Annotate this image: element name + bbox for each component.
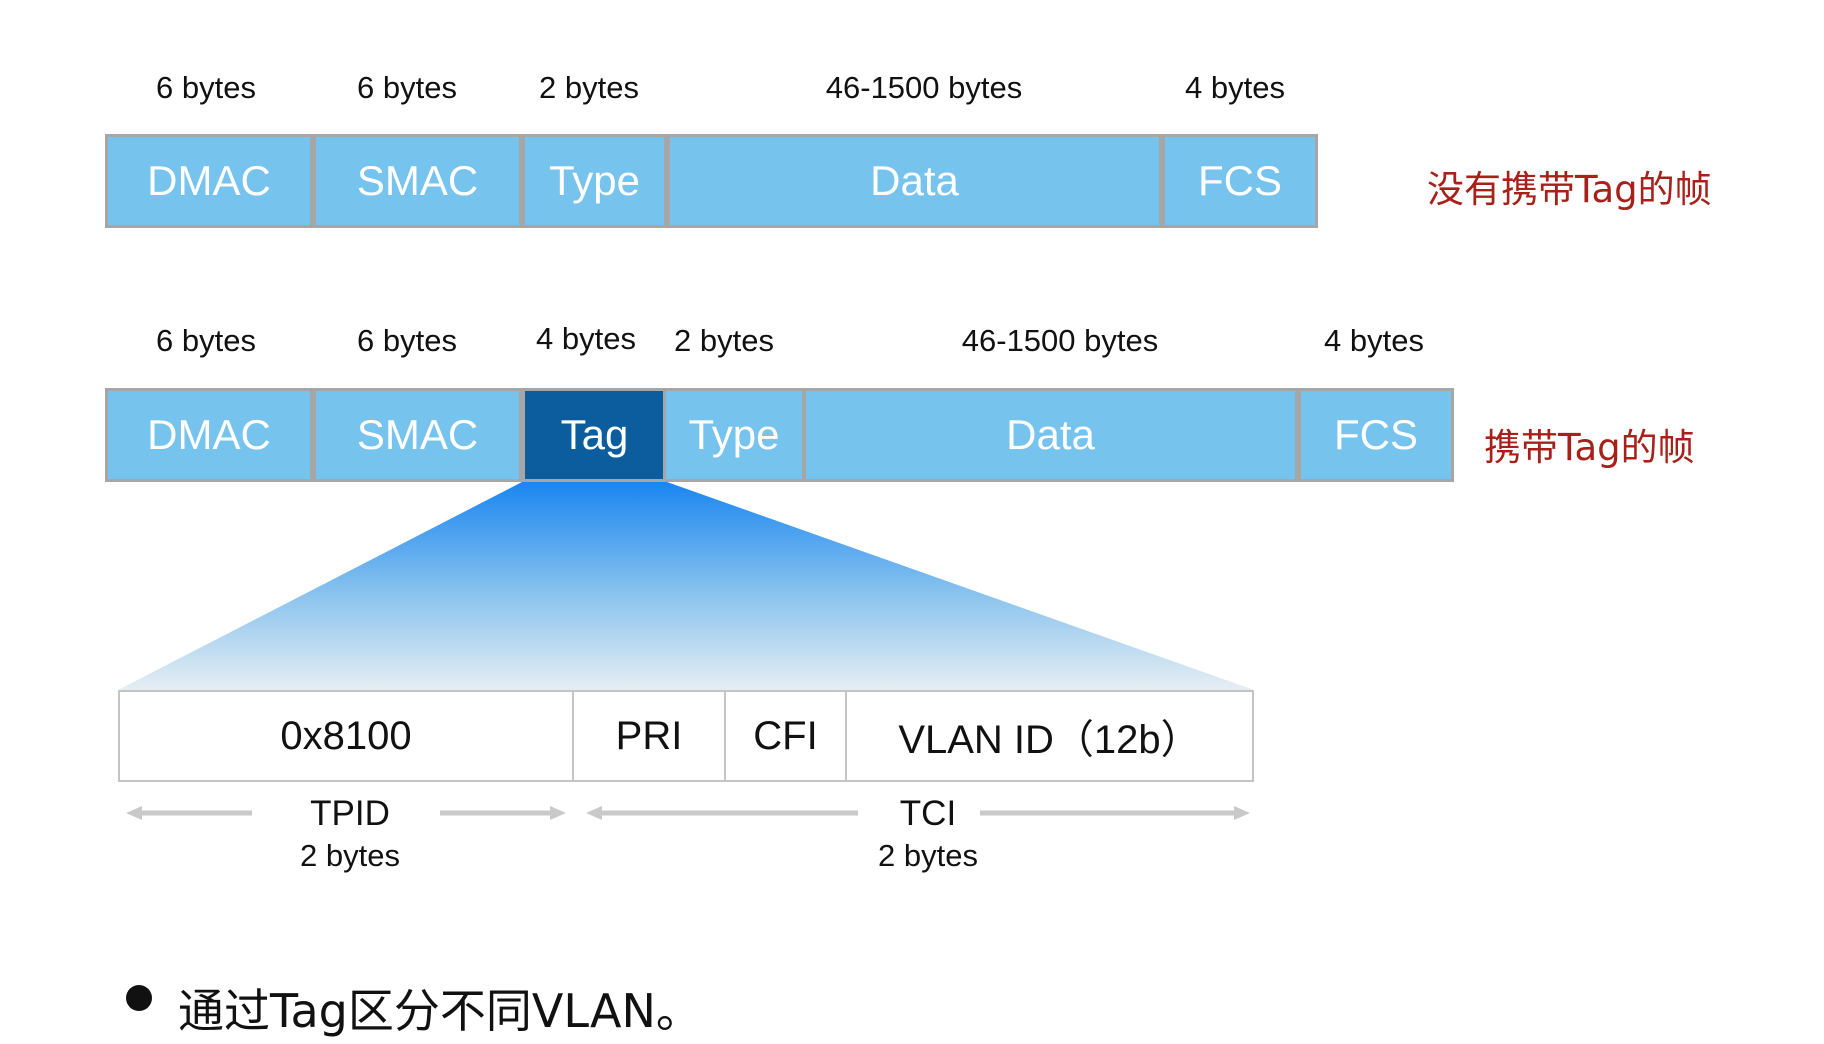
tci-label: TCI	[899, 794, 957, 833]
field-smac: SMAC	[313, 134, 522, 228]
size-label-data: 46-1500 bytes	[961, 323, 1159, 358]
size-label-type: 2 bytes	[539, 70, 639, 105]
tci-group: TCI 2 bytes	[878, 794, 978, 874]
cfi-field: CFI	[724, 690, 847, 782]
size-label-fcs: 4 bytes	[1185, 70, 1285, 105]
tpid-label: TPID	[310, 794, 390, 833]
bullet-icon	[126, 985, 152, 1011]
size-label-type: 2 bytes	[674, 323, 774, 358]
field-fcs: FCS	[1298, 388, 1454, 482]
field-fcs: FCS	[1162, 134, 1318, 228]
field-dmac: DMAC	[105, 134, 313, 228]
size-label-dmac: 6 bytes	[156, 70, 256, 105]
tpid-group: TPID 2 bytes	[300, 794, 400, 874]
note-text: 通过Tag区分不同VLAN。	[178, 984, 702, 1038]
field-smac: SMAC	[313, 388, 522, 482]
tagged-frame-caption: 携带Tag的帧	[1484, 426, 1695, 469]
untagged-frame-caption: 没有携带Tag的帧	[1427, 168, 1712, 211]
tpid-size: 2 bytes	[300, 838, 400, 873]
size-label-smac: 6 bytes	[357, 70, 457, 105]
tci-size: 2 bytes	[878, 838, 978, 873]
vlan-id-field: VLAN ID（12b）	[845, 690, 1254, 782]
size-label-fcs: 4 bytes	[1324, 323, 1424, 358]
field-data: Data	[803, 388, 1298, 482]
field-tag: Tag	[522, 388, 667, 482]
tpid-value-field: 0x8100	[118, 690, 574, 782]
field-data: Data	[667, 134, 1162, 228]
size-label-smac: 6 bytes	[357, 323, 457, 358]
field-dmac: DMAC	[105, 388, 313, 482]
size-label-dmac: 6 bytes	[156, 323, 256, 358]
size-label-data: 46-1500 bytes	[825, 70, 1023, 105]
size-label-tag: 4 bytes	[536, 321, 636, 356]
field-type: Type	[522, 134, 667, 228]
